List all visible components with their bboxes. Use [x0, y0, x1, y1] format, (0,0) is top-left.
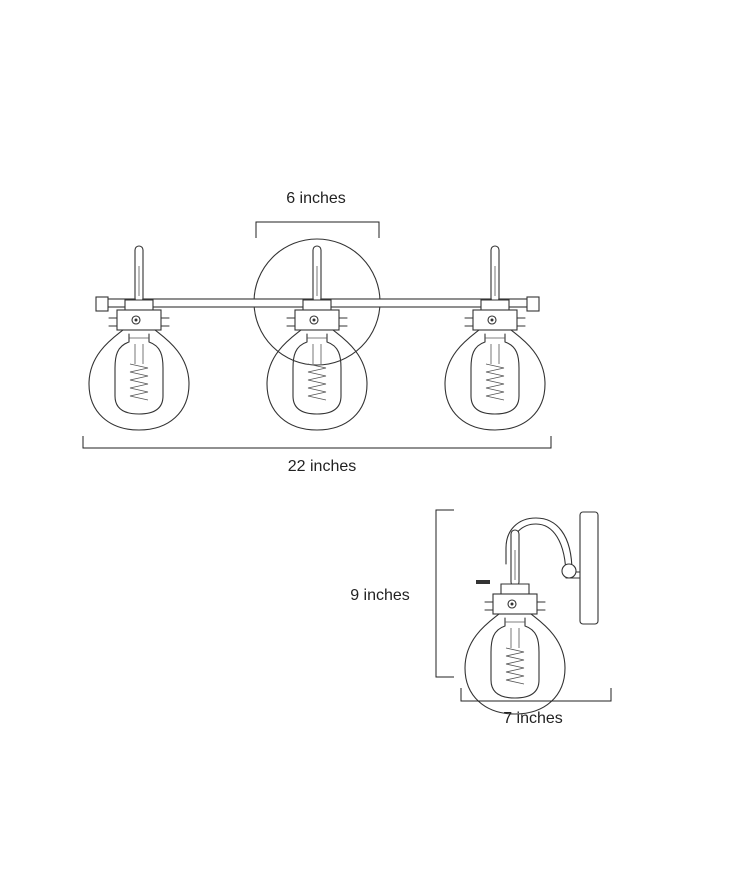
depth-dimension-line [460, 688, 612, 702]
height-dimension-line [435, 509, 454, 678]
overall-width-dimension-line [82, 436, 552, 449]
front-view [88, 238, 546, 431]
height-label: 9 inches [350, 587, 410, 604]
backplate-width-label: 6 inches [286, 190, 346, 207]
side-view [464, 511, 599, 715]
overall-width-label: 22 inches [287, 458, 357, 475]
depth-label: 7 inches [503, 710, 563, 727]
backplate-width-dimension-line [255, 221, 380, 238]
